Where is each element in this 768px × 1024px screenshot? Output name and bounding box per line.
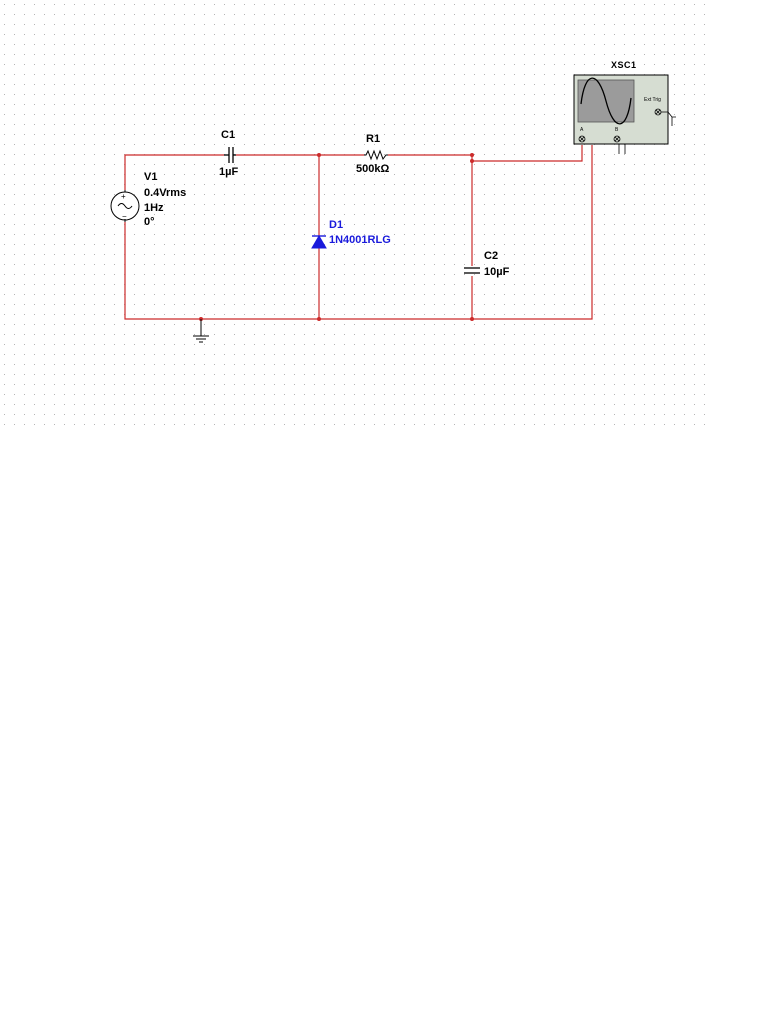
- wire-node-to-scope-a: [472, 145, 583, 162]
- oscilloscope-icon[interactable]: [573, 74, 676, 154]
- ground-icon[interactable]: [193, 319, 209, 343]
- v1-ref-label: V1: [144, 171, 157, 183]
- c2-ref-label: C2: [484, 250, 498, 262]
- scope-ext-trig-label: Ext Trig: [644, 97, 661, 103]
- junction-dot: [317, 153, 321, 157]
- c1-value-label: 1µF: [219, 166, 238, 178]
- c2-value-label: 10µF: [484, 266, 510, 278]
- ac-source-icon[interactable]: + −: [110, 190, 140, 222]
- v1-frequency-label: 1Hz: [144, 202, 164, 214]
- wire-ground-rail: [124, 145, 593, 320]
- junctions: [199, 153, 474, 321]
- xsc1-ref-label: XSC1: [611, 60, 637, 70]
- r1-ref-label: R1: [366, 133, 380, 145]
- capacitor-icon[interactable]: [224, 147, 236, 163]
- wires: [124, 145, 593, 320]
- capacitor-icon[interactable]: [464, 267, 480, 274]
- diode-icon[interactable]: [311, 235, 327, 249]
- r1-value-label: 500kΩ: [356, 163, 389, 175]
- v1-phase-label: 0°: [144, 216, 155, 228]
- junction-dot: [470, 317, 474, 321]
- junction-dot: [470, 159, 474, 163]
- junction-dot: [317, 317, 321, 321]
- c1-ref-label: C1: [221, 129, 235, 141]
- scope-channel-a-label: A: [580, 127, 584, 133]
- svg-text:+: +: [121, 192, 126, 201]
- svg-text:−: −: [122, 212, 127, 221]
- d1-model-label: 1N4001RLG: [329, 234, 391, 246]
- grid-area: [0, 0, 712, 430]
- d1-ref-label: D1: [329, 219, 343, 231]
- wire-v1-to-c1: [124, 154, 224, 190]
- resistor-icon[interactable]: [364, 149, 388, 161]
- v1-amplitude-label: 0.4Vrms: [144, 187, 186, 199]
- scope-channel-b-label: B: [615, 127, 619, 133]
- junction-dot: [470, 153, 474, 157]
